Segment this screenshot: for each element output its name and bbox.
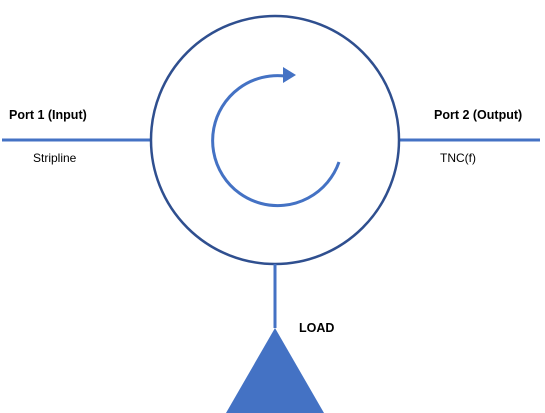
- port-2-connector: TNC(f): [440, 151, 476, 165]
- clockwise-arrow-icon: [211, 67, 341, 208]
- load-label: LOAD: [299, 321, 335, 335]
- port-1-connector: Stripline: [33, 151, 77, 165]
- circulator-body: [149, 14, 401, 266]
- load-triangle: [226, 328, 324, 413]
- port-2-title: Port 2 (Output): [434, 108, 523, 122]
- port-1-title: Port 1 (Input): [9, 108, 87, 122]
